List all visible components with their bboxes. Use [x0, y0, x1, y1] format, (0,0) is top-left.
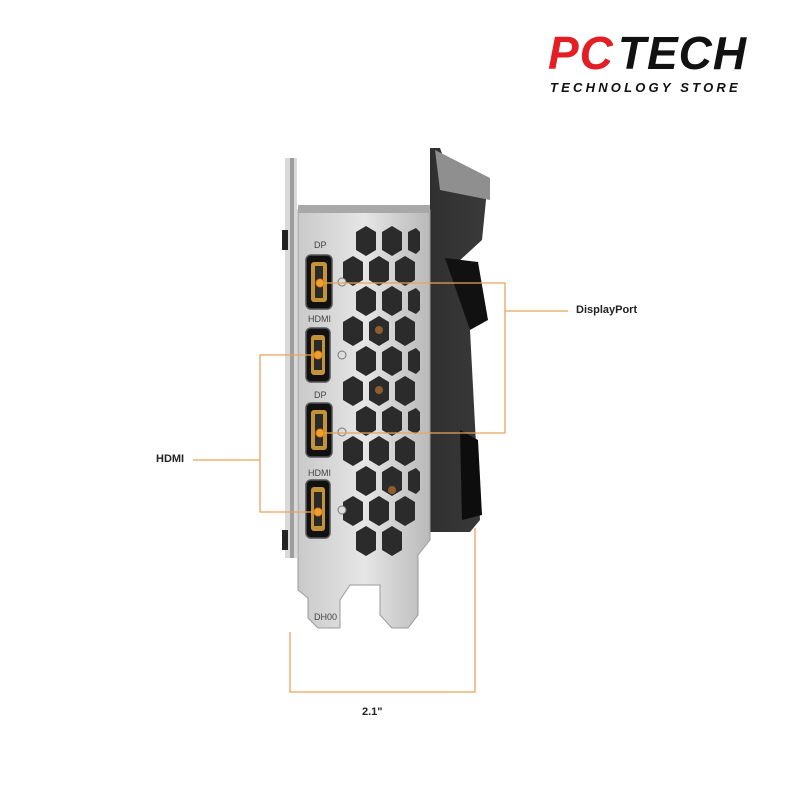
screw-heads	[337, 277, 347, 515]
vent-pattern	[343, 226, 420, 556]
logo-tech-text: TECH	[617, 27, 748, 79]
bracket-label-dp-2: DP	[314, 390, 327, 400]
displayport-callout-label: DisplayPort	[576, 304, 638, 316]
logo-pc-text: PC	[548, 27, 614, 79]
bracket-label-dp-1: DP	[314, 240, 327, 250]
store-logo: PCTECH TECHNOLOGY STORE	[548, 28, 773, 100]
card-shroud	[310, 148, 490, 532]
callout-lines	[193, 282, 568, 693]
hdmi-callout-label: HDMI	[156, 453, 185, 465]
bracket-label-hdmi-1: HDMI	[308, 314, 331, 324]
logo-tagline: TECHNOLOGY STORE	[550, 80, 741, 95]
bracket-side-rail	[282, 158, 297, 558]
bracket-label-hdmi-2: HDMI	[308, 468, 331, 478]
width-dimension-label: 2.1"	[362, 706, 383, 718]
logo-wordmark: PCTECH	[548, 28, 747, 78]
svg-text:DH00: DH00	[314, 612, 337, 622]
io-bracket-plate: DH00	[297, 205, 431, 629]
callout-dots	[313, 278, 325, 517]
